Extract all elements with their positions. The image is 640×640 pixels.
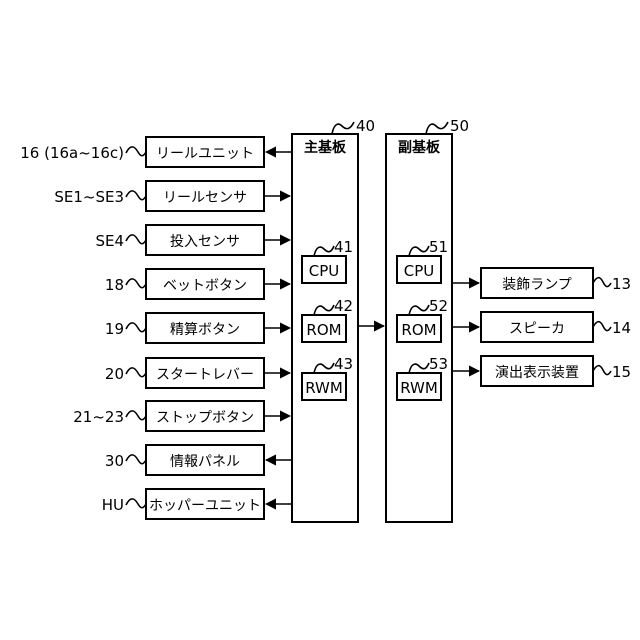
start-lever-label: スタートレバー xyxy=(156,367,254,383)
sub-rom-label: ROM xyxy=(401,321,436,339)
bet-button-leader xyxy=(126,279,146,288)
effect-display-ref: 15 xyxy=(612,363,631,381)
hopper-unit-label: ホッパーユニット xyxy=(149,498,261,514)
main-cpu-label: CPU xyxy=(309,262,340,280)
speaker-ref: 14 xyxy=(612,319,631,337)
bet-button-ref: 18 xyxy=(105,276,124,294)
sub-rom-ref: 52 xyxy=(429,297,448,315)
deco-lamp-leader xyxy=(593,278,611,287)
sub-board-ref: 50 xyxy=(450,117,469,135)
left-item-stop-button: ストップボタン 21~23 xyxy=(73,401,290,431)
sub-rwm-ref: 53 xyxy=(429,355,448,373)
settle-button-ref: 19 xyxy=(105,320,124,338)
reel-sensor-ref: SE1~SE3 xyxy=(54,188,124,206)
left-item-reel-unit: リールユニット 16 (16a~16c) xyxy=(20,137,292,167)
start-lever-leader xyxy=(126,368,146,377)
left-item-settle-button: 精算ボタン 19 xyxy=(105,313,290,343)
reel-unit-label: リールユニット xyxy=(156,146,254,162)
main-rom-ref: 42 xyxy=(334,297,353,315)
bet-button-label: ベットボタン xyxy=(163,278,247,294)
hopper-unit-ref: HU xyxy=(102,496,124,514)
info-panel-label: 情報パネル xyxy=(170,454,240,470)
main-rom-label: ROM xyxy=(306,321,341,339)
sub-cpu-label: CPU xyxy=(404,262,435,280)
main-board-title: 主基板 xyxy=(304,139,347,156)
left-item-start-lever: スタートレバー 20 xyxy=(105,358,290,388)
reel-unit-ref: 16 (16a~16c) xyxy=(20,144,124,162)
stop-button-leader xyxy=(126,411,146,420)
deco-lamp-ref: 13 xyxy=(612,275,631,293)
right-item-speaker: スピーカ 14 xyxy=(452,312,631,342)
sub-board-leader xyxy=(426,122,448,134)
insert-sensor-ref: SE4 xyxy=(95,232,124,250)
info-panel-leader xyxy=(126,455,146,464)
left-item-reel-sensor: リールセンサ SE1~SE3 xyxy=(54,181,290,211)
main-board-ref: 40 xyxy=(356,117,375,135)
left-item-insert-sensor: 投入センサ SE4 xyxy=(95,225,290,255)
info-panel-ref: 30 xyxy=(105,452,124,470)
reel-sensor-label: リールセンサ xyxy=(163,190,247,206)
insert-sensor-leader xyxy=(126,235,146,244)
stop-button-ref: 21~23 xyxy=(73,408,124,426)
hopper-unit-leader xyxy=(126,499,146,508)
main-cpu-ref: 41 xyxy=(334,238,353,256)
main-rwm-label: RWM xyxy=(305,379,343,397)
reel-unit-leader xyxy=(126,147,146,156)
settle-button-label: 精算ボタン xyxy=(170,322,240,338)
speaker-leader xyxy=(593,322,611,331)
speaker-label: スピーカ xyxy=(509,321,565,337)
right-item-effect-display: 演出表示装置 15 xyxy=(452,356,631,386)
effect-display-label: 演出表示装置 xyxy=(495,365,579,381)
left-item-hopper-unit: ホッパーユニット HU xyxy=(102,489,292,519)
effect-display-leader xyxy=(593,366,611,375)
main-rwm-ref: 43 xyxy=(334,355,353,373)
start-lever-ref: 20 xyxy=(105,365,124,383)
deco-lamp-label: 装飾ランプ xyxy=(502,277,572,293)
right-item-deco-lamp: 装飾ランプ 13 xyxy=(452,268,631,298)
sub-cpu-ref: 51 xyxy=(429,238,448,256)
reel-sensor-leader xyxy=(126,191,146,200)
stop-button-label: ストップボタン xyxy=(156,410,254,426)
insert-sensor-label: 投入センサ xyxy=(170,234,240,250)
sub-board-title: 副基板 xyxy=(398,139,441,156)
left-item-bet-button: ベットボタン 18 xyxy=(105,269,290,299)
sub-rwm-label: RWM xyxy=(400,379,438,397)
settle-button-leader xyxy=(126,323,146,332)
left-item-info-panel: 情報パネル 30 xyxy=(105,445,292,475)
main-board-leader xyxy=(332,122,354,134)
